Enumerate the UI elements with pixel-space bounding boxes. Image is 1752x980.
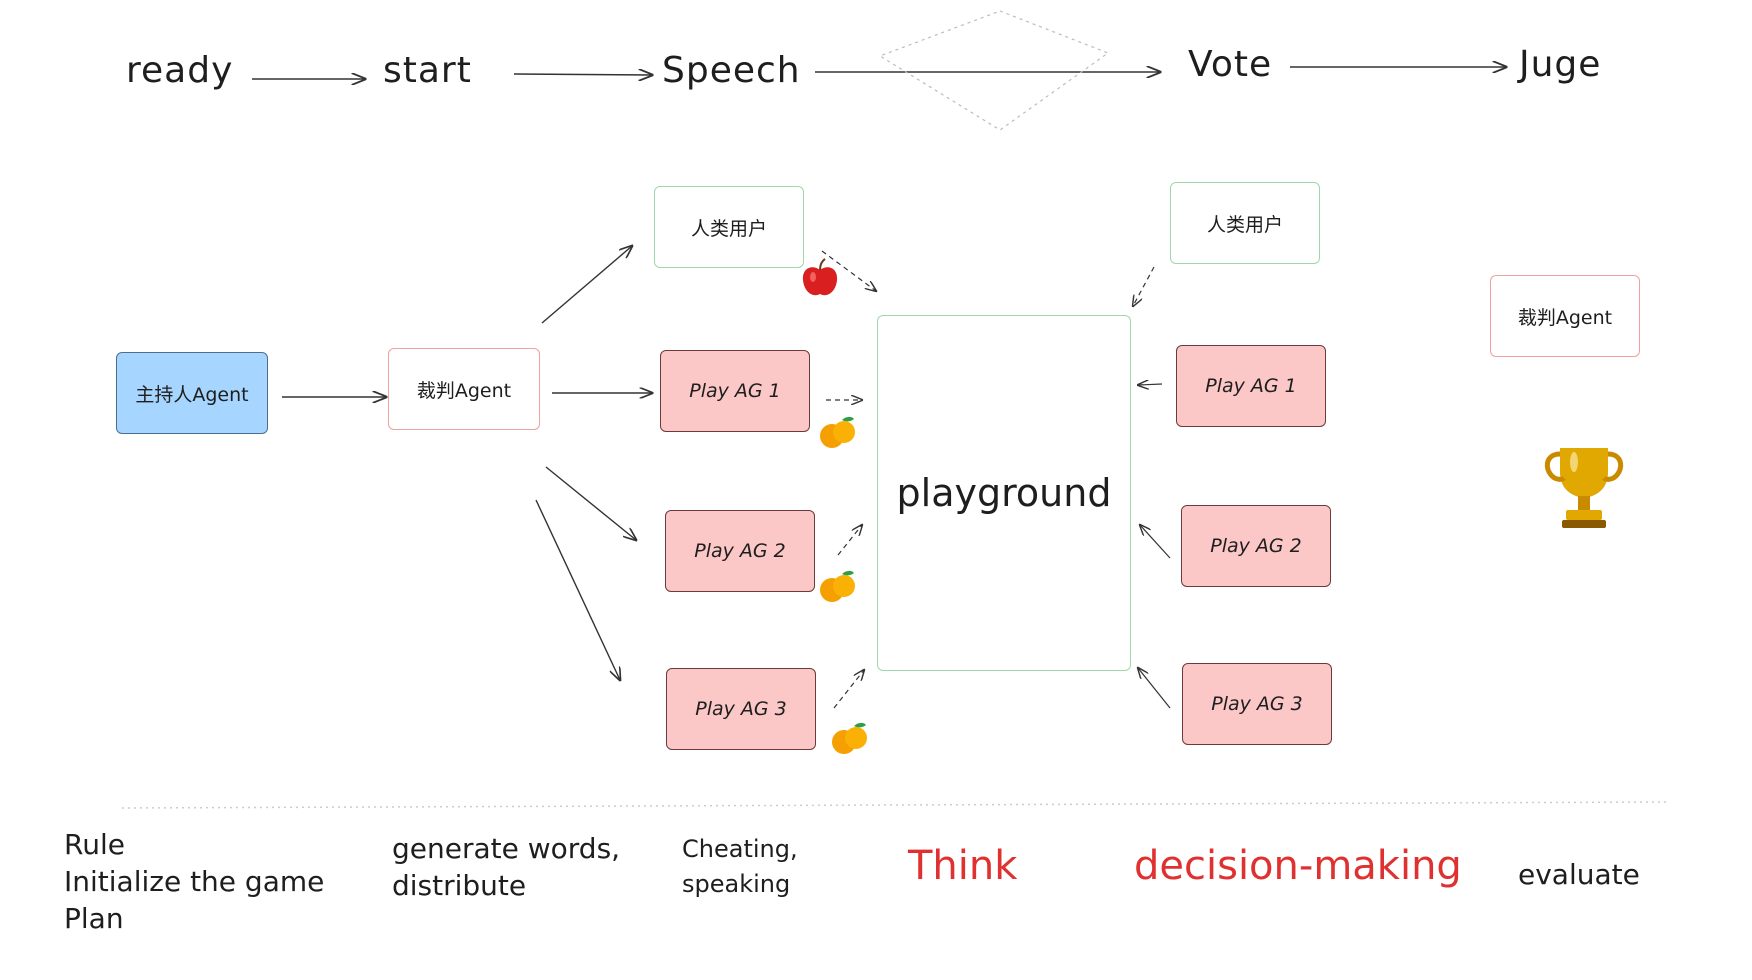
arrow-rhuman-playground	[1133, 266, 1155, 306]
note-cheating: Cheating, speaking	[682, 832, 798, 902]
tangerine-icon-1	[820, 416, 855, 448]
trophy-icon	[1544, 448, 1624, 528]
note-rule: Rule Initialize the game Plan	[64, 826, 324, 937]
player-ag1-left[interactable]: Play AG 1	[660, 350, 810, 432]
player-ag1-right[interactable]: Play AG 1	[1176, 345, 1326, 427]
note-evaluate: evaluate	[1518, 858, 1640, 891]
player-ag3-left[interactable]: Play AG 3	[666, 668, 816, 750]
stage-ready: ready	[126, 50, 234, 91]
note-rule-line-2: Initialize the game	[64, 865, 325, 898]
playground-box[interactable]: playground	[877, 315, 1131, 671]
separator-line	[121, 801, 1669, 809]
note-think: Think	[908, 843, 1018, 889]
player-ag3-right[interactable]: Play AG 3	[1182, 663, 1332, 745]
tangerine-icon-3	[832, 722, 867, 754]
human-user-box-left[interactable]: 人类用户	[654, 186, 804, 268]
note-generate-line-2: distribute	[392, 869, 527, 902]
arrow-rp1-playground	[1138, 384, 1163, 385]
judge-agent-box-right[interactable]: 裁判Agent	[1490, 275, 1640, 357]
arrow-start-speech	[513, 74, 652, 75]
stage-speech: Speech	[662, 50, 801, 91]
arrow-rp2-playground	[1140, 525, 1171, 559]
note-cheating-line-1: Cheating,	[682, 835, 798, 863]
player-ag2-right[interactable]: Play AG 2	[1181, 505, 1331, 587]
note-generate: generate words, distribute	[392, 830, 620, 904]
arrow-p3-playground	[833, 670, 864, 709]
tangerine-icon-2	[820, 570, 855, 602]
note-generate-line-1: generate words,	[392, 832, 621, 865]
apple-icon	[802, 258, 838, 296]
arrow-judge-human	[541, 246, 632, 324]
player-ag2-left[interactable]: Play AG 2	[665, 510, 815, 592]
arrow-judge-p3	[535, 499, 620, 680]
stage-juge: Juge	[1519, 44, 1602, 85]
arrow-judge-p2	[545, 466, 636, 540]
note-rule-line-3: Plan	[64, 902, 124, 935]
arrow-p2-playground	[837, 525, 862, 556]
note-rule-line-1: Rule	[64, 828, 125, 861]
judge-agent-box[interactable]: 裁判Agent	[388, 348, 540, 430]
host-agent-box[interactable]: 主持人Agent	[116, 352, 268, 434]
arrow-rp3-playground	[1138, 668, 1171, 709]
note-cheating-line-2: speaking	[682, 870, 791, 898]
stage-start: start	[383, 50, 472, 91]
human-user-box-right[interactable]: 人类用户	[1170, 182, 1320, 264]
dashed-diamond	[878, 10, 1110, 131]
note-decision-making: decision-making	[1134, 843, 1462, 889]
stage-vote: Vote	[1188, 44, 1273, 85]
